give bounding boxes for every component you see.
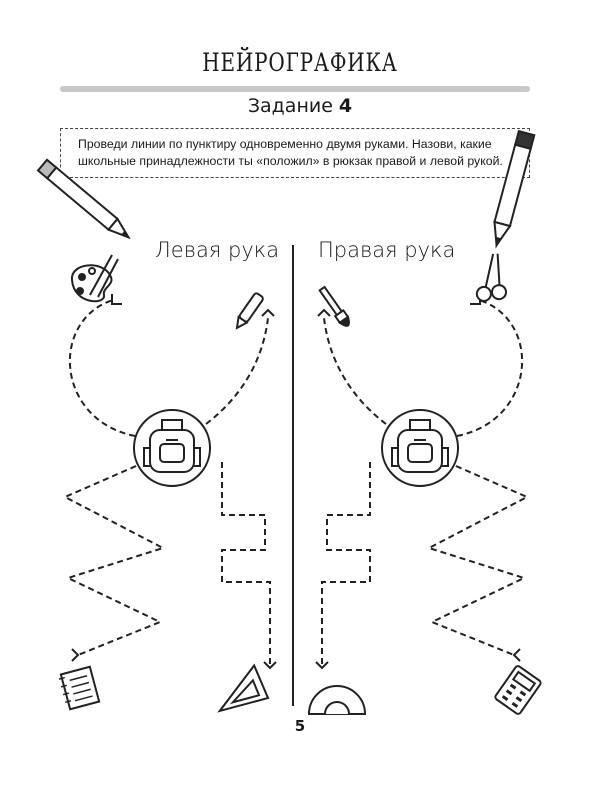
calculator-icon: [494, 665, 542, 715]
pencil-icon-small: [235, 292, 264, 330]
palette-icon: [70, 254, 119, 303]
pencil-icon-top-right: [493, 129, 536, 249]
task-number: 4: [338, 95, 353, 117]
task-label: Задание: [247, 95, 333, 117]
page-number: 5: [294, 717, 306, 735]
scissors-icon: [475, 253, 507, 302]
protractor-icon: [307, 685, 367, 715]
title-divider: [60, 86, 530, 92]
notebook-icon: [58, 665, 101, 711]
instruction-text: Проведи линии по пунктиру одновременно д…: [78, 136, 528, 170]
right-hand-label: Правая рука: [318, 238, 456, 262]
pencil-icon-top-left: [36, 158, 131, 240]
paintbrush-icon: [318, 285, 350, 327]
instruction-line-1: Проведи линии по пунктиру одновременно д…: [78, 137, 492, 151]
backpack-icon-left: [133, 409, 211, 487]
instruction-line-2: школьные принадлежности ты «положил» в р…: [78, 154, 503, 168]
page-title: НЕЙРОГРАФИКА: [202, 48, 398, 77]
set-square-icon: [217, 663, 270, 713]
left-hand-label: Левая рука: [155, 238, 280, 262]
backpack-icon-right: [381, 409, 459, 487]
